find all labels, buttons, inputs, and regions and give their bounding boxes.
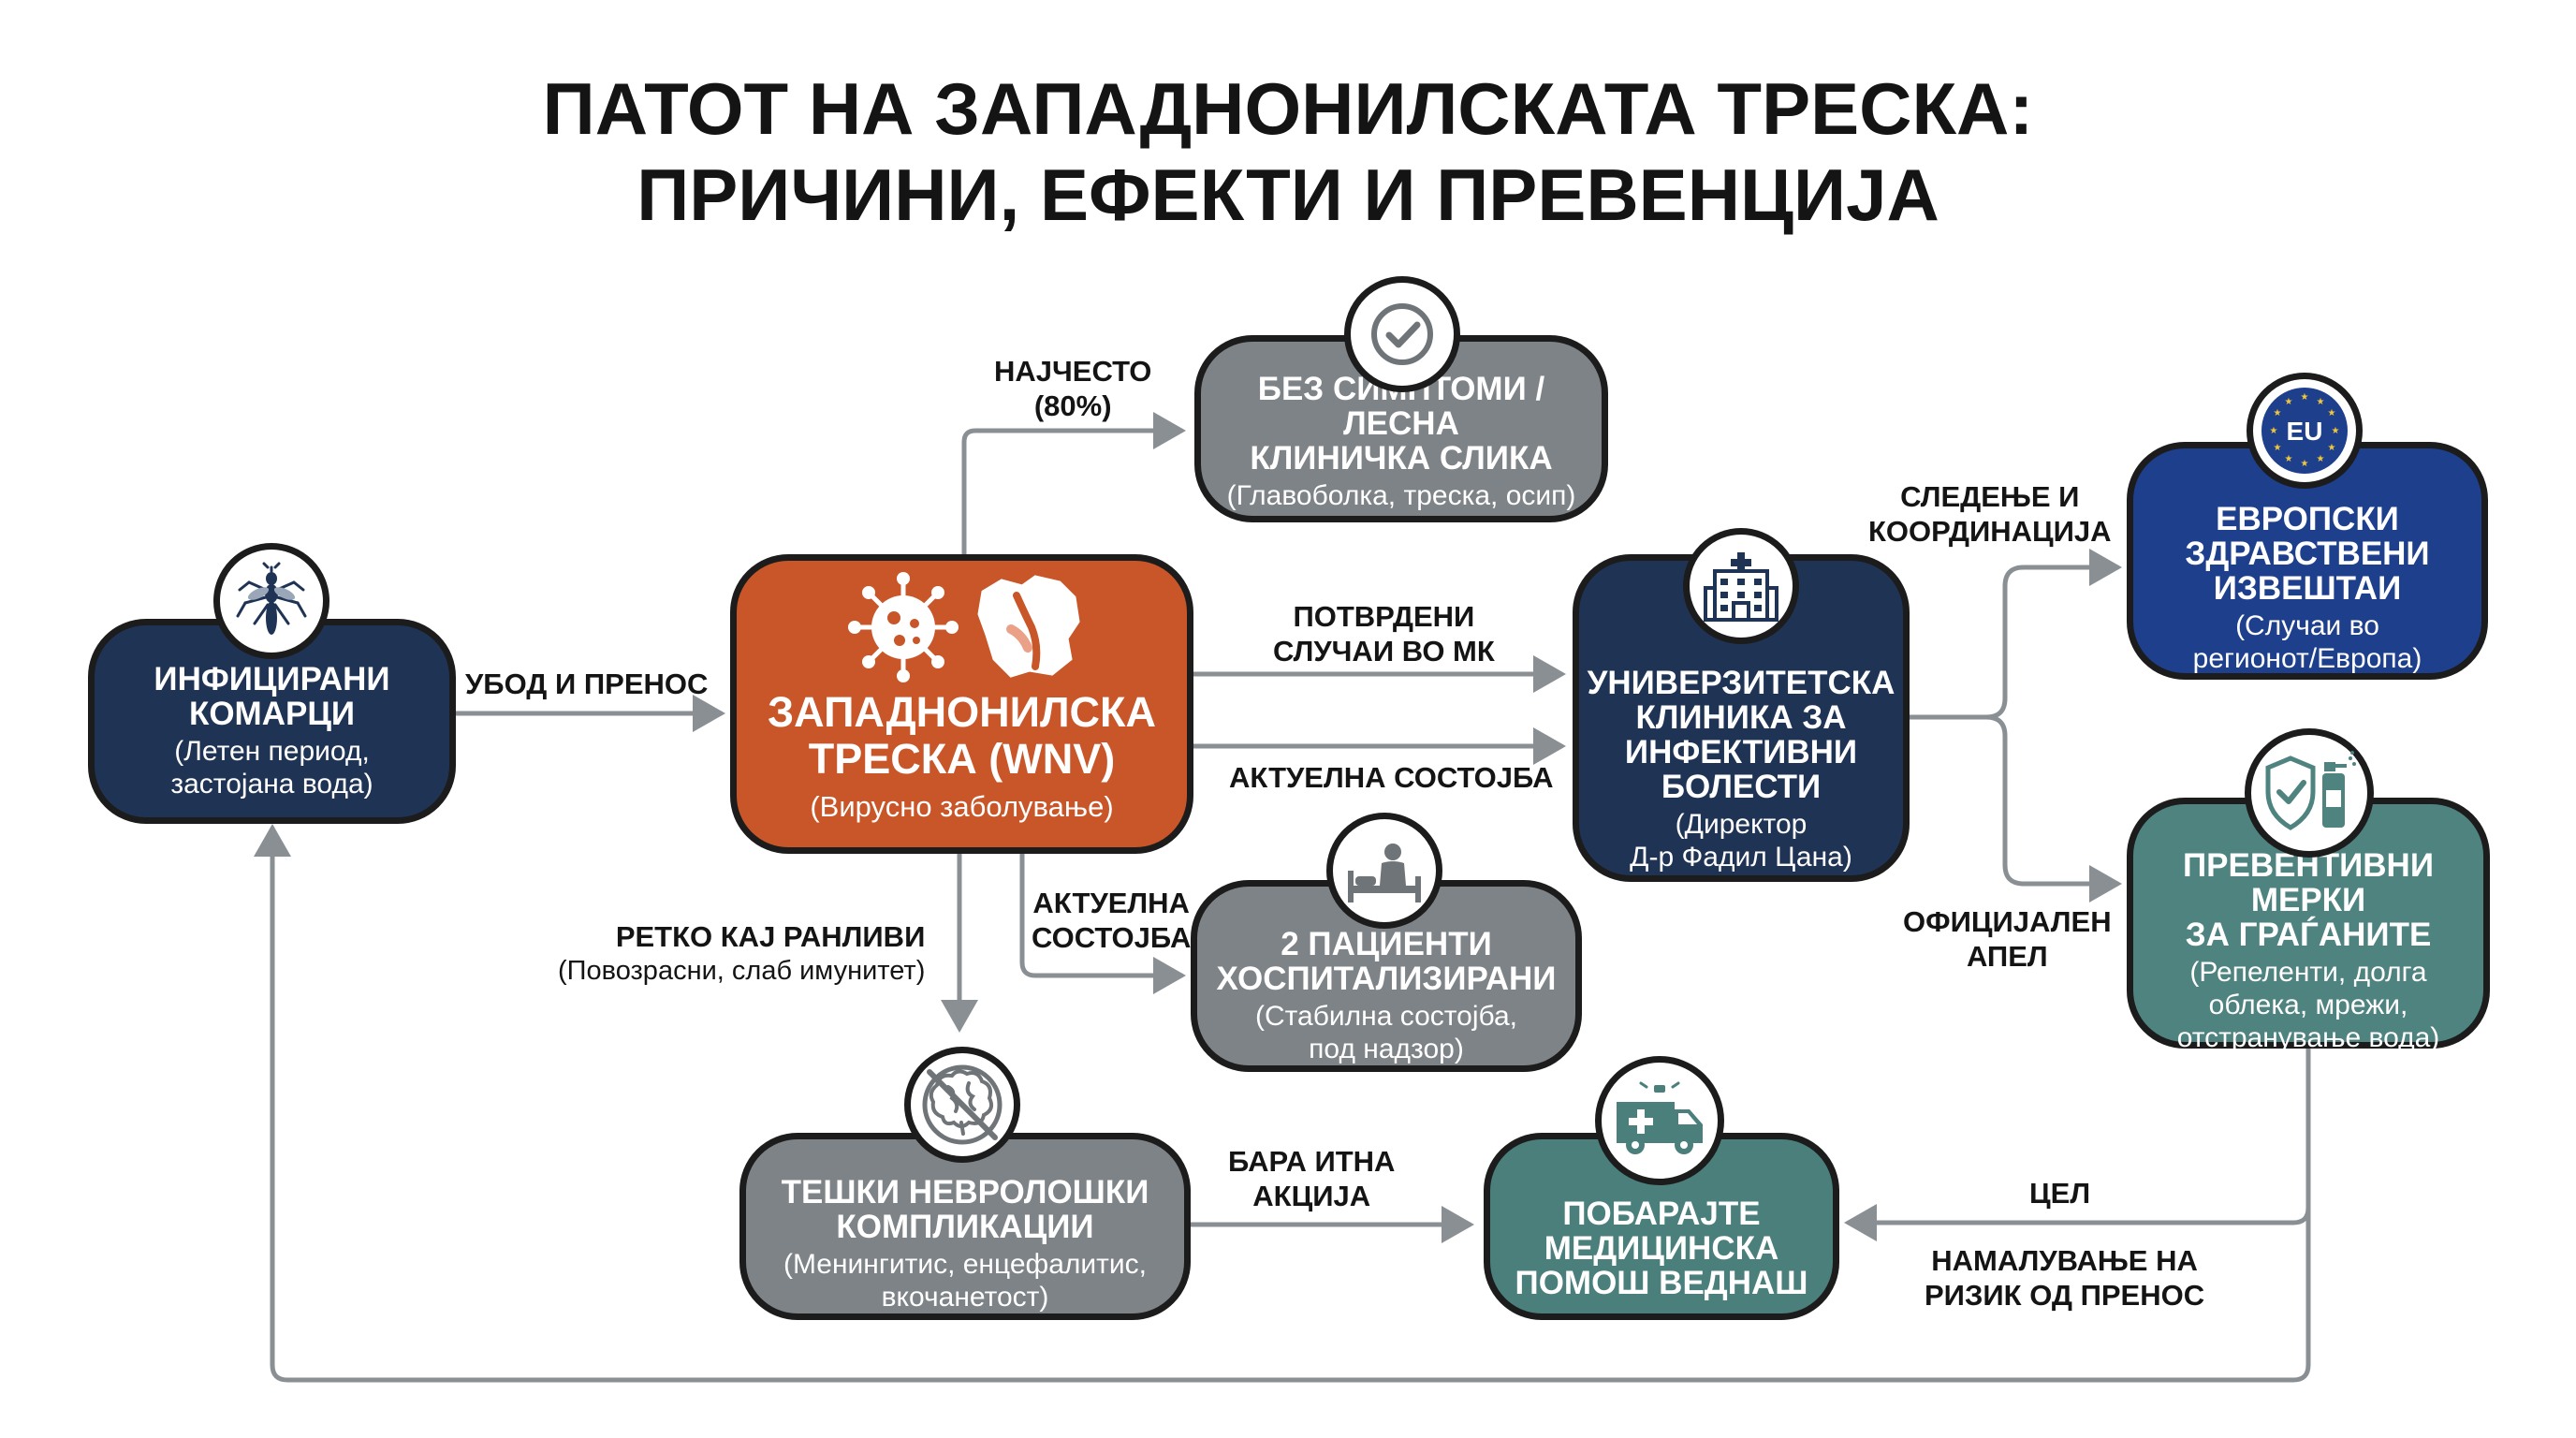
hospitalized-sub-2: под надзор) [1309, 1033, 1464, 1064]
label-current-2b: СОСТОЈБА [1032, 921, 1192, 954]
wnv-head-1: ЗАПАДНОНИЛСКА [767, 687, 1157, 736]
node-west-nile-fever: ЗАПАДНОНИЛСКА ТРЕСКА (WNV) (Вирусно забо… [730, 554, 1193, 854]
svg-text:★: ★ [2328, 408, 2336, 418]
title-line-1: ПАТОТ НА ЗАПАДНОНИЛСКАТА ТРЕСКА: [542, 67, 2034, 150]
label-goal-reduce-risk: НАМАЛУВАЊЕ НА РИЗИК ОД ПРЕНОС [1925, 1243, 2204, 1313]
mosquito-icon [213, 543, 329, 659]
prevention-head-1: ПРЕВЕНТИВНИ МЕРКИ [2183, 847, 2434, 918]
label-monitoring: СЛЕДЕЊЕ И КООРДИНАЦИЈА [1868, 479, 2112, 549]
label-most-common-2: (80%) [1033, 389, 1112, 422]
medical-head-2: МЕДИЦИНСКА [1544, 1229, 1779, 1267]
hospital-bed-icon [1326, 813, 1442, 929]
clinic-head-4: БОЛЕСТИ [1661, 769, 1822, 805]
label-confirmed-2: СЛУЧАИ ВО МК [1273, 635, 1495, 668]
label-current-state-hospital: АКТУЕЛНА СОСТОЈБА [1032, 886, 1191, 955]
svg-text:★: ★ [2301, 459, 2309, 469]
page-title: ПАТОТ НА ЗАПАДНОНИЛСКАТА ТРЕСКА: ПРИЧИНИ… [0, 66, 2576, 238]
label-bite-transmission: УБОД И ПРЕНОС [465, 668, 709, 700]
label-official-appeal: ОФИЦИЈАЛЕН АПЕЛ [1903, 904, 2112, 974]
label-monitoring-2: КООРДИНАЦИЈА [1868, 515, 2112, 548]
svg-text:★: ★ [2285, 454, 2293, 464]
shield-spray-icon [2245, 728, 2374, 858]
hospitalized-head-2: ХОСПИТАЛИЗИРАНИ [1216, 960, 1557, 997]
wnv-sub-1: (Вирусно заболување) [810, 789, 1114, 823]
mosquitoes-sub-1: (Летен период, [174, 735, 370, 767]
hospitalized-head-1: 2 ПАЦИЕНТИ [1281, 925, 1492, 962]
eu-label: EU [2287, 417, 2323, 446]
label-goal-3: РИЗИК ОД ПРЕНОС [1925, 1279, 2205, 1312]
label-rare-2: (Повозрасни, слаб имунитет) [558, 956, 926, 986]
neuro-head-2: КОМПЛИКАЦИИ [836, 1209, 1094, 1245]
svg-text:★: ★ [2274, 443, 2282, 453]
arrow-loop [254, 824, 2311, 1383]
label-urgent-2: АКЦИЈА [1252, 1180, 1371, 1212]
europe-sub-2: регионот/Европа) [2192, 642, 2422, 674]
clinic-sub-2: Д-р Фадил Цана) [1630, 842, 1852, 873]
clinic-head-3: ИНФЕКТИВНИ [1624, 734, 1858, 770]
prevention-sub-2: облека, мрежи, [2208, 990, 2408, 1020]
eu-flag-icon: ★★★ ★★★ ★★★ ★★★ EU [2247, 373, 2363, 489]
label-goal: ЦЕЛ [2029, 1177, 2091, 1210]
label-most-common-1: НАЈЧЕСТО [994, 355, 1152, 388]
brain-icon [904, 1047, 1020, 1163]
arrow-appeal [1983, 714, 2122, 902]
label-goal-2: НАМАЛУВАЊЕ НА [1931, 1244, 2198, 1277]
wnv-head-2: ТРЕСКА (WNV) [808, 734, 1116, 783]
label-confirmed-1: ПОТВРДЕНИ [1293, 600, 1475, 633]
prevention-head-2: ЗА ГРАЃАНИТЕ [2185, 917, 2432, 953]
neuro-head-1: ТЕШКИ НЕВРОЛОШКИ [781, 1174, 1149, 1211]
node-european-health-reports: ЕВРОПСКИ ЗДРАВСТВЕНИ ИЗВЕШТАИ (Случаи во… [2127, 442, 2488, 680]
checkmark-icon [1344, 276, 1460, 392]
label-confirmed-cases: ПОТВРДЕНИ СЛУЧАИ ВО МК [1273, 599, 1495, 668]
europe-head-1: ЕВРОПСКИ [2216, 500, 2399, 537]
europe-head-2: ЗДРАВСТВЕНИ [2185, 535, 2430, 572]
label-urgent-1: БАРА ИТНА [1228, 1145, 1396, 1178]
label-appeal-1: ОФИЦИЈАЛЕН [1903, 905, 2112, 938]
svg-text:★: ★ [2301, 392, 2309, 403]
label-current-state: АКТУЕЛНА СОСТОЈБА [1229, 761, 1554, 794]
label-most-common: НАЈЧЕСТО (80%) [994, 354, 1151, 423]
clinic-sub-1: (Директор [1675, 809, 1808, 840]
label-rare-1: РЕТКО КАЈ РАНЛИВИ [615, 920, 926, 953]
medical-head-1: ПОБАРАЈТЕ [1562, 1195, 1761, 1232]
arrow-current-hospital [1019, 851, 1186, 994]
mosquitoes-sub-2: застојана вода) [170, 768, 373, 800]
hospitalized-sub-1: (Стабилна состојба, [1254, 1000, 1518, 1032]
label-monitoring-1: СЛЕДЕЊЕ И [1900, 480, 2080, 513]
arrow-monitoring [1907, 549, 2122, 720]
arrow-most-common [961, 412, 1186, 557]
neuro-sub-2: вкочанетост) [881, 1282, 1049, 1313]
clinic-head-1: УНИВЕРЗИТЕТСКА [1587, 665, 1895, 701]
label-appeal-2: АПЕЛ [1966, 940, 2048, 973]
mild-head-2: КЛИНИЧКА СЛИКА [1250, 440, 1553, 477]
svg-text:★: ★ [2274, 408, 2282, 418]
svg-text:★: ★ [2332, 426, 2340, 436]
map-icon [977, 575, 1080, 678]
svg-text:★: ★ [2285, 397, 2293, 407]
prevention-sub-1: (Репеленти, долга [2189, 957, 2427, 988]
title-line-2: ПРИЧИНИ, ЕФЕКТИ И ПРЕВЕНЦИЈА [637, 154, 1939, 236]
europe-sub-1: (Случаи во [2235, 609, 2379, 641]
svg-text:★: ★ [2317, 397, 2325, 407]
medical-head-3: ПОМОШ ВЕДНАШ [1515, 1264, 1808, 1301]
label-current-2a: АКТУЕЛНА [1032, 887, 1190, 919]
virus-icon [848, 572, 959, 682]
clinic-head-2: КЛИНИКА ЗА [1635, 699, 1847, 736]
svg-text:★: ★ [2328, 443, 2336, 453]
node-neurological-complications: ТЕШКИ НЕВРОЛОШКИ КОМПЛИКАЦИИ (Менингитис… [739, 1133, 1191, 1320]
label-urgent-action: БАРА ИТНА АКЦИЈА [1228, 1144, 1395, 1213]
svg-text:★: ★ [2270, 426, 2278, 436]
prevention-sub-3: отстранување вода) [2176, 1022, 2440, 1053]
svg-text:★: ★ [2317, 454, 2325, 464]
node-hospitalized-patients: 2 ПАЦИЕНТИ ХОСПИТАЛИЗИРАНИ (Стабилна сос… [1191, 880, 1582, 1072]
hospital-building-icon [1683, 528, 1799, 644]
mosquitoes-head-2: КОМАРЦИ [188, 695, 356, 732]
mild-sub-1: (Главоболка, треска, осип) [1226, 480, 1576, 511]
mosquitoes-head-1: ИНФИЦИРАНИ [154, 660, 390, 697]
ambulance-icon [1595, 1056, 1724, 1185]
europe-head-3: ИЗВЕШТАИ [2213, 569, 2402, 607]
neuro-sub-1: (Менингитис, енцефалитис, [783, 1249, 1147, 1280]
label-rare-vulnerable: РЕТКО КАЈ РАНЛИВИ (Повозрасни, слаб имун… [558, 919, 925, 989]
